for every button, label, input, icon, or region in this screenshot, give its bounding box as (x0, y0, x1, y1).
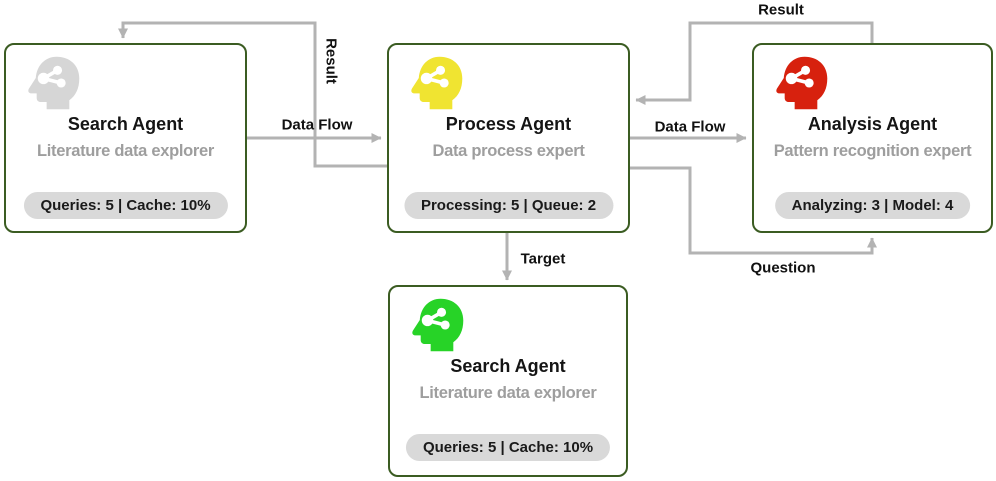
agent-card-analysis: Analysis Agent Pattern recognition exper… (752, 43, 993, 233)
agent-title: Process Agent (445, 114, 572, 134)
edge-label-dataflow-left: Data Flow (281, 116, 353, 134)
agent-stats-badge: Analyzing: 3 | Model: 4 (774, 192, 971, 219)
head-share-icon (28, 56, 80, 110)
edge-label-result-right: Result (758, 1, 804, 19)
agent-card-process: Process Agent Data process expert Proces… (387, 43, 630, 233)
edge-label-question: Question (750, 259, 816, 277)
arrow-result-right (635, 21, 874, 105)
agent-subtitle: Data process expert (432, 142, 585, 160)
agent-title: Search Agent (450, 356, 566, 376)
agent-subtitle: Pattern recognition expert (773, 142, 972, 160)
edge-label-target: Target (520, 250, 566, 268)
agent-subtitle: Literature data explorer (36, 142, 215, 160)
agent-stats-badge: Queries: 5 | Cache: 10% (23, 192, 228, 219)
head-share-icon (411, 56, 463, 110)
head-share-icon (412, 298, 464, 352)
agent-card-search-top: Search Agent Literature data explorer Qu… (4, 43, 247, 233)
agent-stats-badge: Queries: 5 | Cache: 10% (405, 434, 611, 461)
edge-label-dataflow-right: Data Flow (654, 118, 726, 136)
arrow-result-left (118, 21, 387, 168)
head-share-icon (776, 56, 828, 110)
edge-label-result-left: Result (322, 38, 340, 84)
agent-subtitle: Literature data explorer (419, 384, 597, 402)
arrow-question (630, 166, 877, 255)
agent-title: Analysis Agent (807, 114, 938, 134)
agent-title: Search Agent (67, 114, 184, 134)
agent-card-search-bottom: Search Agent Literature data explorer Qu… (388, 285, 628, 477)
agent-stats-badge: Processing: 5 | Queue: 2 (403, 192, 614, 219)
